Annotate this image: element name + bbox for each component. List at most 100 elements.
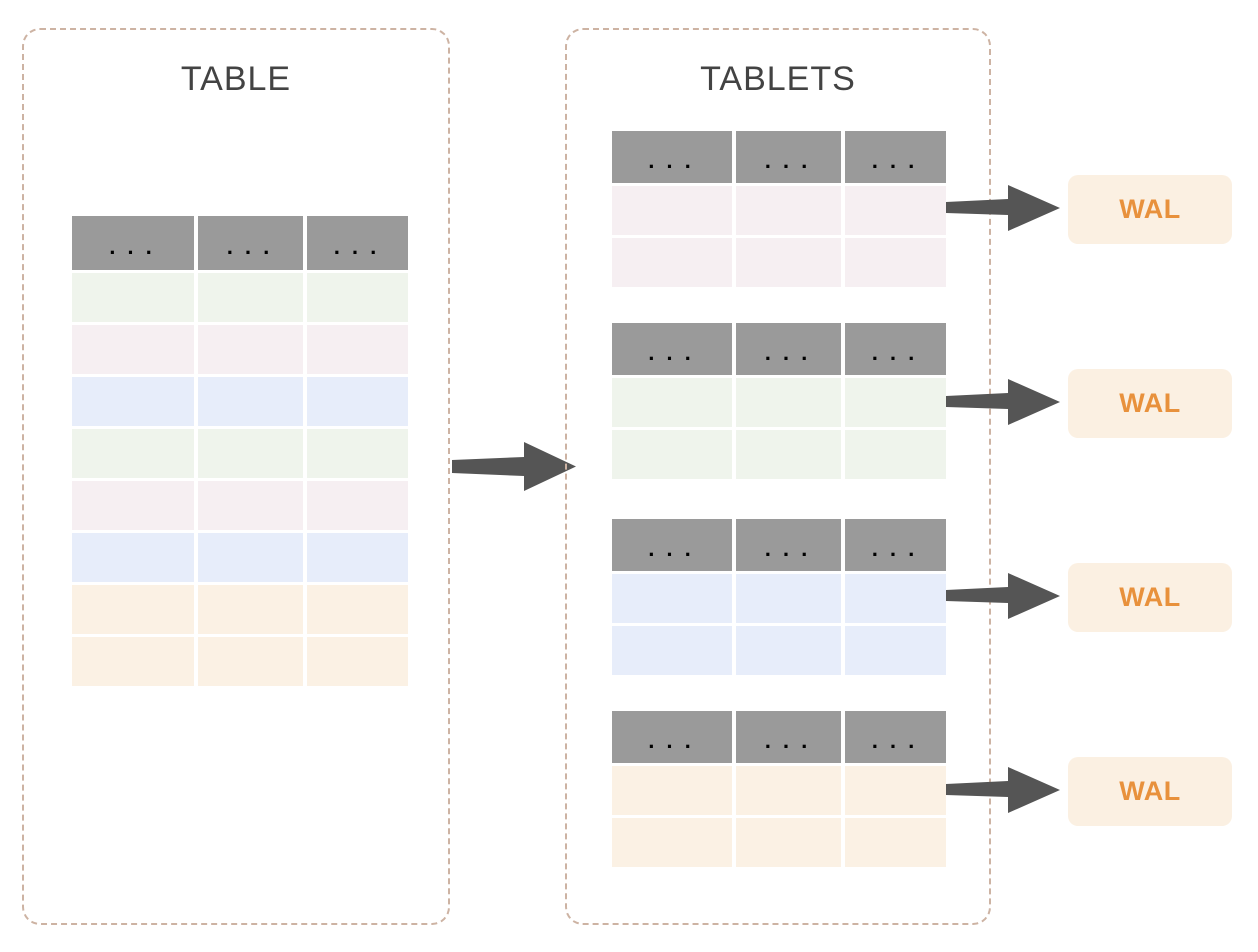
table-cell [307,533,408,582]
tablet-cell [736,430,841,479]
ellipsis-dots: ... [868,729,923,755]
tablet-to-wal-arrow-3 [946,572,1062,620]
table-row [72,273,408,322]
ellipsis-dots: ... [644,729,700,755]
ellipsis-dots: ... [761,729,816,755]
ellipsis-dots: ... [644,149,700,175]
tablet-row [612,766,946,815]
table-cell [198,637,303,686]
tablet-to-wal-arrow-1 [946,184,1062,232]
table-cell [307,637,408,686]
table-panel [22,28,450,925]
table-cell [307,325,408,374]
tablet-cell [612,378,732,427]
table-row [72,637,408,686]
wal-label: WAL [1119,194,1181,224]
tablet-to-wal-arrow-2 [946,378,1062,426]
tablet-grid-3: ... ... ... [612,519,946,675]
table-cell [72,377,194,426]
table-cell [72,273,194,322]
tablet-to-wal-arrow-4 [946,766,1062,814]
wal-box-1: WAL [1068,175,1232,244]
tablet-header-row: ... ... ... [612,519,946,571]
table-cell [72,637,194,686]
wal-label: WAL [1119,388,1181,418]
tablet-cell [845,766,946,815]
table-panel-title: TABLE [180,60,292,98]
tablet-cell [845,186,946,235]
tablet-cell [612,238,732,287]
table-cell [198,585,303,634]
ellipsis-dots: ... [761,537,816,563]
tablet-row [612,238,946,287]
tablet-cell [845,238,946,287]
table-row [72,585,408,634]
table-header-cell: ... [307,216,408,270]
tablet-header-cell: ... [736,323,841,375]
table-cell [198,377,303,426]
table-cell [72,429,194,478]
tablet-row [612,818,946,867]
tablet-cell [612,766,732,815]
table-header-cell: ... [72,216,194,270]
tablet-header-cell: ... [736,131,841,183]
tablet-cell [612,430,732,479]
tablet-row [612,574,946,623]
tablet-header-row: ... ... ... [612,323,946,375]
tablet-cell [612,626,732,675]
table-row [72,533,408,582]
tablet-row [612,186,946,235]
table-to-tablets-arrow [452,440,578,494]
tablet-header-cell: ... [736,711,841,763]
table-cell [307,481,408,530]
tablet-cell [845,430,946,479]
table-header-row: ... ... ... [72,216,408,270]
tablet-header-cell: ... [845,323,946,375]
wal-label: WAL [1119,582,1181,612]
table-grid: ... ... ... [72,216,408,686]
table-cell [307,273,408,322]
tablet-header-row: ... ... ... [612,131,946,183]
tablet-cell [845,574,946,623]
tablet-cell [612,574,732,623]
tablet-cell [736,766,841,815]
ellipsis-dots: ... [868,149,923,175]
table-cell [72,325,194,374]
table-cell [307,377,408,426]
table-cell [72,481,194,530]
table-header-cell: ... [198,216,303,270]
tablet-cell [736,186,841,235]
wal-box-4: WAL [1068,757,1232,826]
tablet-header-cell: ... [845,711,946,763]
wal-box-3: WAL [1068,563,1232,632]
table-cell [198,429,303,478]
ellipsis-dots: ... [644,537,700,563]
ellipsis-dots: ... [868,537,923,563]
tablet-cell [736,238,841,287]
ellipsis-dots: ... [761,149,816,175]
ellipsis-dots: ... [868,341,923,367]
table-cell [198,325,303,374]
table-cell [198,533,303,582]
wal-label: WAL [1119,776,1181,806]
ellipsis-dots: ... [330,236,385,262]
tablet-cell [736,378,841,427]
ellipsis-dots: ... [105,236,161,262]
tablet-cell [736,626,841,675]
ellipsis-dots: ... [761,341,816,367]
table-row [72,325,408,374]
table-cell [72,585,194,634]
tablet-header-row: ... ... ... [612,711,946,763]
tablet-cell [845,378,946,427]
tablet-header-cell: ... [736,519,841,571]
table-cell [198,481,303,530]
wal-box-2: WAL [1068,369,1232,438]
tablet-cell [612,818,732,867]
tablet-header-cell: ... [612,323,732,375]
tablet-header-cell: ... [612,711,732,763]
tablet-header-cell: ... [845,131,946,183]
table-cell [198,273,303,322]
tablet-cell [736,818,841,867]
tablet-grid-1: ... ... ... [612,131,946,287]
